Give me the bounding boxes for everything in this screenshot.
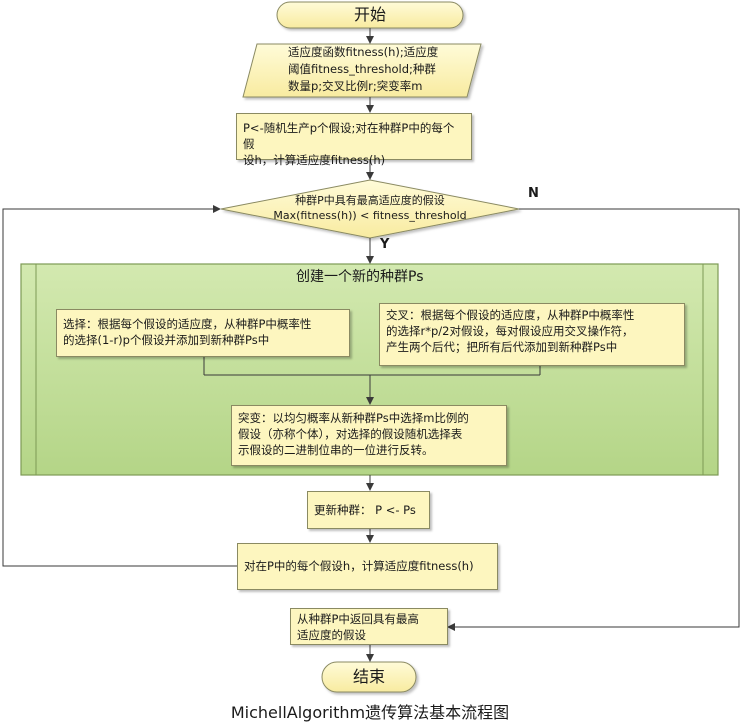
inputs-text: 适应度函数fitness(h);适应度 阈值fitness_threshold;… <box>288 44 438 95</box>
mutation-box: 突变：以均匀概率从新种群Ps中选择m比例的 假设（亦称个体），对选择的假设随机选… <box>231 405 507 466</box>
start-label: 开始 <box>353 5 386 24</box>
crossover-box: 交叉：根据每个假设的适应度，从种群P中概率性 的选择r*p/2对假设，每对假设应… <box>379 303 685 366</box>
selection-line-2: 的选择(1-r)p个假设并添加到新种群Ps中 <box>63 333 270 347</box>
crossover-line-3: 产生两个后代；把所有后代添加到新种群Ps中 <box>386 340 618 354</box>
selection-box: 选择：根据每个假设的适应度，从种群P中概率性 的选择(1-r)p个假设并添加到新… <box>56 309 350 357</box>
decision-line-2: Max(fitness(h)) < fitness_threshold <box>273 209 467 222</box>
loop-back-arrow <box>2 205 237 567</box>
mutation-line-1: 突变：以均匀概率从新种群Ps中选择m比例的 <box>238 411 469 425</box>
container-title: 创建一个新的种群Ps <box>296 269 424 285</box>
return-line-2: 适应度的假设 <box>297 628 366 642</box>
no-label: N <box>528 186 539 201</box>
mutation-line-3: 示假设的二进制位串的一位进行反转。 <box>238 443 434 457</box>
decision-line-1: 种群P中具有最高适应度的假设 <box>295 194 445 207</box>
evaluate-line: 对在P中的每个假设h，计算适应度fitness(h) <box>244 559 474 573</box>
inputs-parallelogram <box>242 43 482 98</box>
diagram-caption: MichellAlgorithm遗传算法基本流程图 <box>230 703 510 722</box>
return-line-1: 从种群P中返回具有最高 <box>297 612 419 626</box>
selection-line-1: 选择：根据每个假设的适应度，从种群P中概率性 <box>63 317 312 331</box>
init-box: P<-随机生产p个假设;对在种群P中的每个假 设h，计算适应度fitness(h… <box>236 113 472 167</box>
update-line: 更新种群： P <- Ps <box>314 503 416 517</box>
inputs-line-2: 阈值fitness_threshold;种群 <box>288 62 436 76</box>
end-label: 结束 <box>352 667 385 686</box>
end-terminal <box>321 661 417 693</box>
inputs-line-1: 适应度函数fitness(h);适应度 <box>288 45 439 59</box>
no-branch-arrow <box>447 208 740 631</box>
init-line-2: 设h，计算适应度fitness(h) <box>243 153 386 167</box>
update-box: 更新种群： P <- Ps <box>307 491 430 529</box>
return-box: 从种群P中返回具有最高 适应度的假设 <box>290 608 448 645</box>
inputs-line-3: 数量p;交叉比例r;突变率m <box>288 79 423 93</box>
evaluate-box: 对在P中的每个假设h，计算适应度fitness(h) <box>237 543 498 590</box>
crossover-line-1: 交叉：根据每个假设的适应度，从种群P中概率性 <box>386 308 635 322</box>
yes-label: Y <box>380 237 390 252</box>
init-line-1: P<-随机生产p个假设;对在种群P中的每个假 <box>243 121 455 151</box>
decision-text: 种群P中具有最高适应度的假设 Max(fitness(h)) < fitness… <box>221 193 519 223</box>
crossover-line-2: 的选择r*p/2对假设，每对假设应用交叉操作符， <box>386 324 634 338</box>
mutation-line-2: 假设（亦称个体），对选择的假设随机选择表 <box>238 427 463 441</box>
